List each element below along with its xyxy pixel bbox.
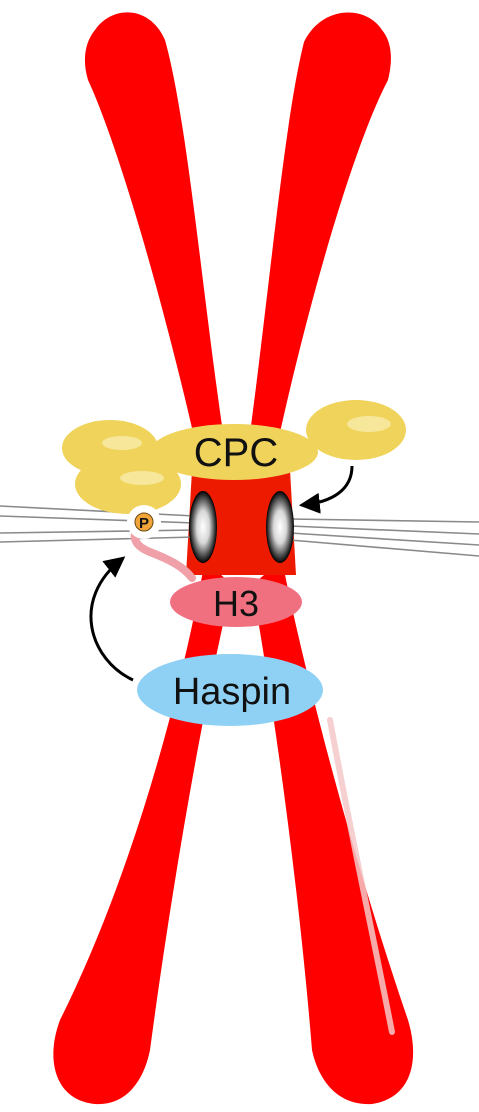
cpc-label: CPC xyxy=(194,431,278,475)
cpc-core xyxy=(150,424,318,480)
phospho-label: P xyxy=(139,515,149,532)
microtubule-right-4 xyxy=(289,539,479,557)
kinetochore-right xyxy=(266,491,294,563)
h3-node xyxy=(170,577,302,627)
chromatid-arm-top-left xyxy=(84,12,232,521)
cpc-complex: CPC xyxy=(62,400,406,514)
arrow-cpc-to-kinetochore xyxy=(298,465,354,514)
microtubule-left-3 xyxy=(0,529,196,534)
kinetochore-left xyxy=(189,491,217,563)
cpc-blob-right-highlight xyxy=(347,416,391,432)
cpc-blob-left-bottom xyxy=(75,454,181,514)
chromatid-highlight xyxy=(327,717,395,1035)
chromatid-arm-top-right xyxy=(242,12,391,520)
microtubule-left-1 xyxy=(0,505,196,517)
microtubule-left-4 xyxy=(0,536,196,543)
haspin-label: Haspin xyxy=(173,671,291,713)
h3-label: H3 xyxy=(213,583,259,624)
phospho-site xyxy=(134,512,154,532)
microtubule-left-2 xyxy=(0,515,196,524)
chromosome xyxy=(53,12,414,1105)
chromatid-arm-bottom-left xyxy=(53,560,232,1105)
arrow-haspin-to-phospho xyxy=(89,556,134,682)
microtubule-right-1 xyxy=(289,518,479,523)
cpc-blob-left-top-highlight xyxy=(102,436,142,450)
haspin-node xyxy=(137,654,323,726)
microtubule-right-2 xyxy=(289,525,479,535)
microtubules xyxy=(0,505,479,557)
cpc-blob-left-bottom-highlight xyxy=(120,471,164,485)
microtubule-right-3 xyxy=(289,532,479,546)
